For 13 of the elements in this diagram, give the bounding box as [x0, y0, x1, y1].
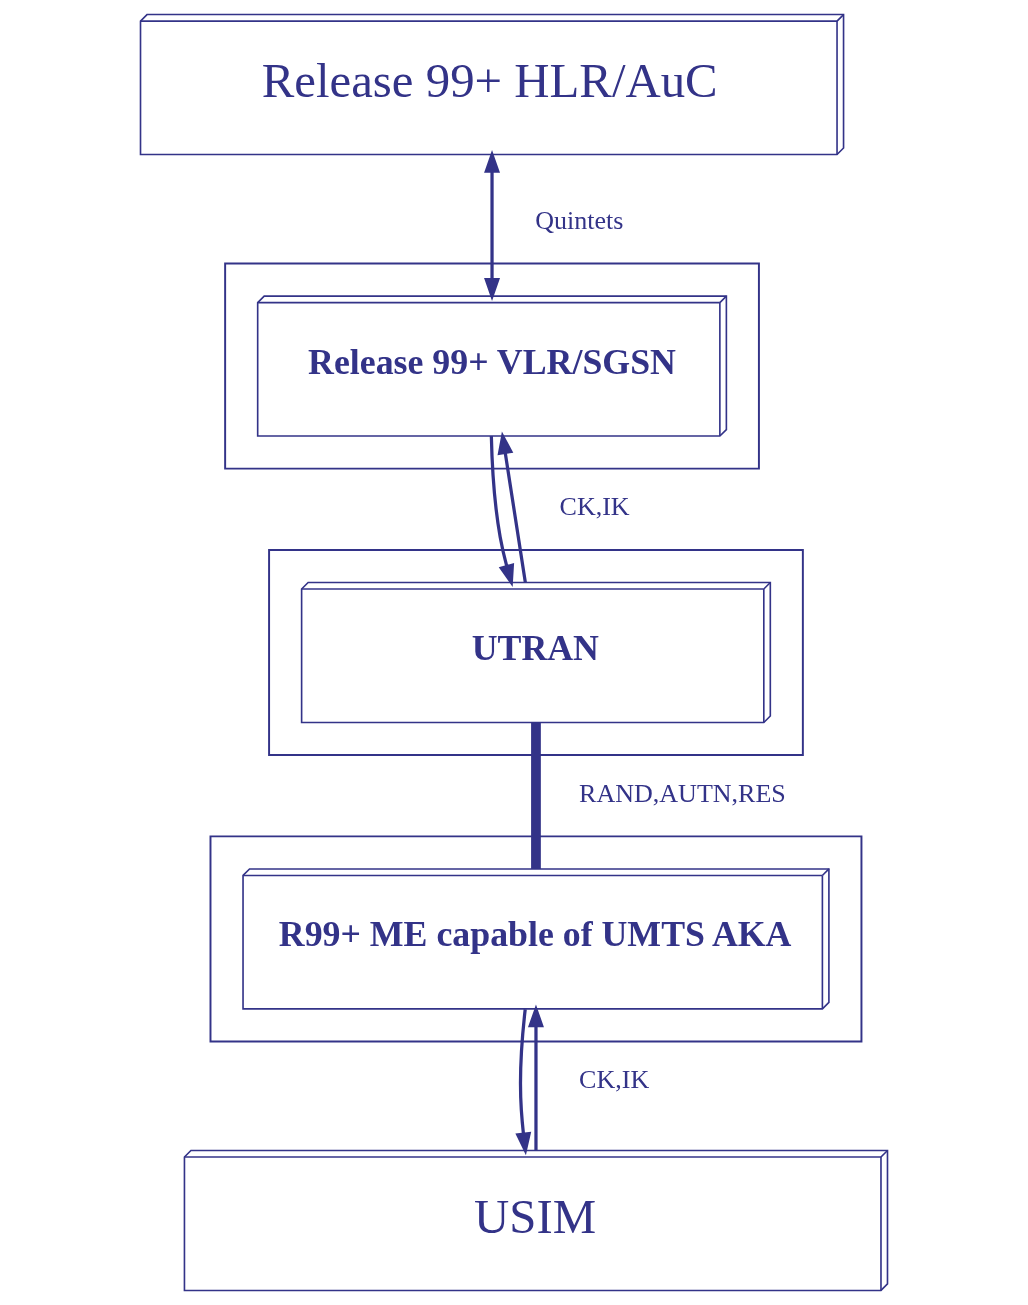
arrow — [497, 431, 527, 583]
arrow — [527, 1004, 544, 1151]
arrow — [515, 1009, 532, 1156]
arrow — [484, 150, 501, 301]
cluster — [209, 835, 863, 1043]
edge-label: Quintets — [535, 206, 624, 236]
edge-label: CK,IK — [559, 492, 630, 522]
cluster — [224, 262, 760, 470]
connector — [531, 722, 541, 869]
edge-label: RAND,AUTN,RES — [579, 778, 786, 808]
edge-label: CK,IK — [579, 1065, 650, 1095]
cluster — [268, 549, 804, 756]
arrow — [489, 436, 515, 587]
